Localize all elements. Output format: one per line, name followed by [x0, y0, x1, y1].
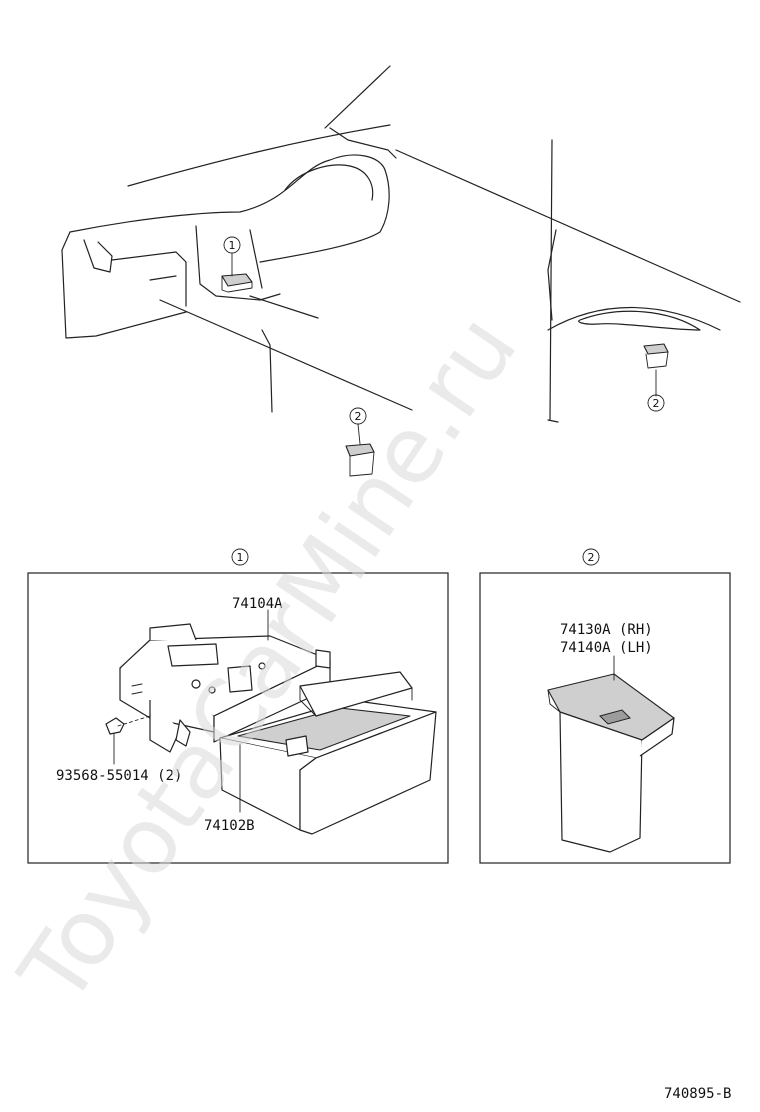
- detail-box-1: 1: [27, 548, 449, 864]
- figure-code: 740895-B: [664, 1086, 731, 1102]
- part-number-drawer: 74102B: [204, 818, 255, 834]
- part-number-lh: 74140A (LH): [560, 640, 653, 656]
- part-number-rh: 74130A (RH): [560, 622, 653, 638]
- callout-1-overview: 1: [223, 236, 241, 254]
- part-number-bracket: 74104A: [232, 596, 283, 612]
- callout-2-overview-right: 2: [647, 394, 665, 412]
- callout-1-label: 1: [229, 239, 236, 252]
- callout-2-label: 2: [653, 397, 660, 410]
- detail-2-callout: 2: [588, 551, 595, 564]
- side-cup-holder: [547, 673, 675, 853]
- cup-holder-drawer: [219, 671, 437, 835]
- bolt: [105, 715, 151, 765]
- detail-box-2: 2: [479, 548, 731, 864]
- watermark: ToyotaCarMine.ru: [0, 296, 538, 1023]
- part-number-bolt: 93568-55014 (2): [56, 768, 182, 784]
- callout-2-overview-center: 2: [349, 407, 367, 425]
- dashboard-overview: [61, 65, 741, 477]
- callout-2-label: 2: [355, 410, 362, 423]
- cup-holder-bracket: [119, 623, 331, 753]
- detail-1-callout: 1: [237, 551, 244, 564]
